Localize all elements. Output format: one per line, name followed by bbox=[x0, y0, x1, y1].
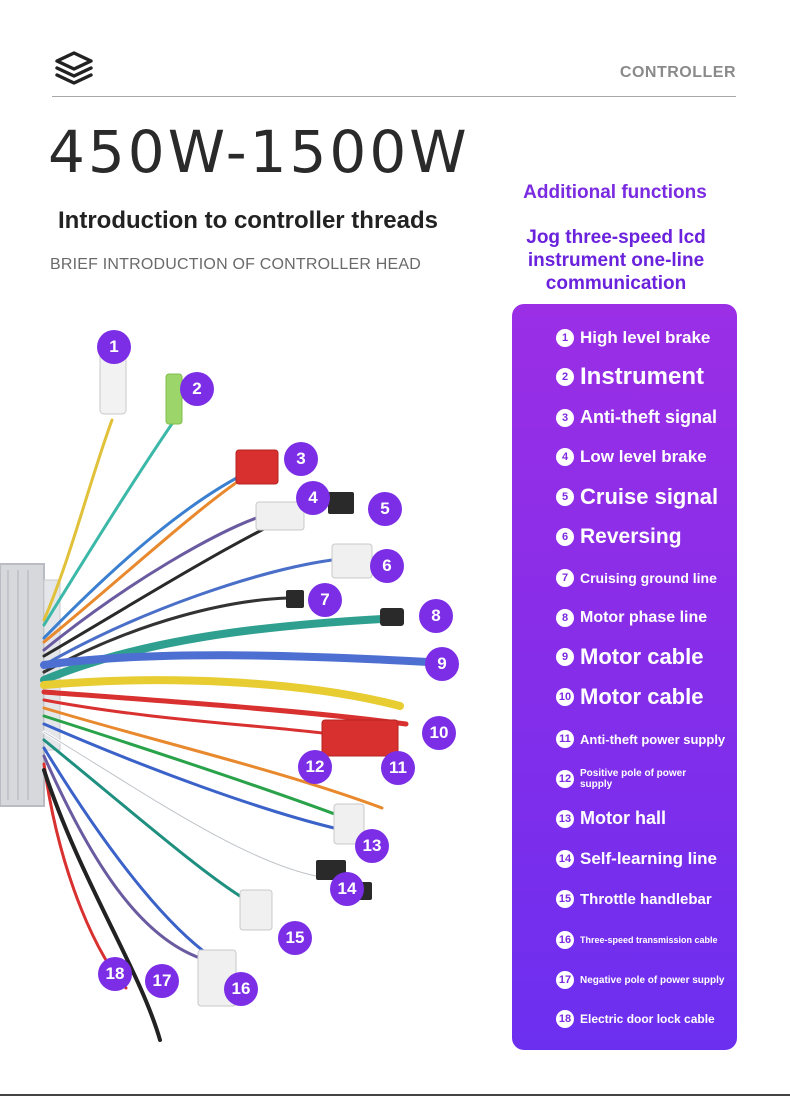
item-number: 17 bbox=[556, 971, 574, 989]
callout-badge: 13 bbox=[355, 829, 389, 863]
item-label: Anti-theft signal bbox=[580, 407, 717, 427]
item-label: Three-speed transmission cable bbox=[580, 935, 718, 945]
callout-badge: 7 bbox=[308, 583, 342, 617]
list-item: 8 Motor phase line bbox=[556, 609, 707, 627]
callout-badge: 6 bbox=[370, 549, 404, 583]
item-label: Instrument bbox=[580, 363, 705, 390]
callout-badge: 9 bbox=[425, 647, 459, 681]
item-number: 10 bbox=[556, 688, 574, 706]
item-number: 12 bbox=[556, 770, 574, 788]
item-label: Cruise signal bbox=[580, 484, 719, 509]
header-divider bbox=[52, 96, 736, 97]
item-number: 4 bbox=[556, 448, 574, 466]
callout-badge: 16 bbox=[224, 972, 258, 1006]
item-label: Motor phase line bbox=[580, 609, 708, 626]
intro-title: Introduction to controller threads bbox=[58, 207, 439, 234]
callout-badge: 11 bbox=[381, 751, 415, 785]
callout-badge: 5 bbox=[368, 492, 402, 526]
function-list-panel: 1 High level brake 2 Instrument 3 Anti-t… bbox=[512, 304, 737, 1050]
item-number: 8 bbox=[556, 609, 574, 627]
item-number: 16 bbox=[556, 931, 574, 949]
item-number: 3 bbox=[556, 408, 574, 427]
item-number: 2 bbox=[556, 368, 574, 386]
callout-badge: 17 bbox=[145, 964, 179, 998]
item-label: Self-learning line bbox=[580, 849, 717, 868]
list-item: 1 High level brake bbox=[556, 328, 710, 348]
item-number: 14 bbox=[556, 850, 574, 868]
callout-badge: 3 bbox=[284, 442, 318, 476]
item-label: Low level brake bbox=[580, 447, 707, 466]
item-label: Positive pole of power supply bbox=[580, 768, 687, 790]
item-number: 18 bbox=[556, 1010, 574, 1028]
callout-badge: 14 bbox=[330, 872, 364, 906]
layers-icon bbox=[55, 51, 93, 85]
item-number: 7 bbox=[556, 569, 574, 587]
item-number: 6 bbox=[556, 528, 574, 546]
item-number: 15 bbox=[556, 890, 574, 908]
item-label: Reversing bbox=[580, 525, 682, 548]
item-label: Anti-theft power supply bbox=[580, 731, 726, 747]
item-label: Negative pole of power supply bbox=[580, 974, 725, 986]
list-item: 9 Motor cable bbox=[556, 644, 703, 670]
callout-badge: 12 bbox=[298, 750, 332, 784]
item-number: 5 bbox=[556, 488, 574, 506]
callout-badge: 10 bbox=[422, 716, 456, 750]
list-item: 3 Anti-theft signal bbox=[556, 407, 717, 428]
callout-badge: 8 bbox=[419, 599, 453, 633]
list-item: 17 Negative pole of power supply bbox=[556, 971, 724, 989]
item-label: Electric door lock cable bbox=[580, 1012, 715, 1026]
additional-functions-subheading: Jog three-speed lcd instrument one-line … bbox=[526, 227, 706, 294]
controller-housing bbox=[0, 563, 61, 807]
list-item: 7 Cruising ground line bbox=[556, 569, 717, 587]
item-label: Motor cable bbox=[580, 684, 704, 709]
list-item: 13 Motor hall bbox=[556, 808, 666, 829]
item-number: 11 bbox=[556, 730, 574, 748]
callout-badge: 2 bbox=[180, 372, 214, 406]
list-item: 16 Three-speed transmission cable bbox=[556, 931, 718, 949]
list-item: 2 Instrument bbox=[556, 363, 704, 391]
item-label: High level brake bbox=[580, 328, 711, 347]
item-label: Throttle handlebar bbox=[580, 890, 712, 908]
list-item: 14 Self-learning line bbox=[556, 849, 717, 869]
intro-subtitle: BRIEF INTRODUCTION OF CONTROLLER HEAD bbox=[50, 256, 421, 273]
footer-divider bbox=[0, 1094, 790, 1096]
list-item: 12 Positive pole of power supply bbox=[556, 768, 704, 790]
item-label: Cruising ground line bbox=[580, 570, 717, 586]
callout-badge: 15 bbox=[278, 921, 312, 955]
list-item: 11 Anti-theft power supply bbox=[556, 730, 725, 748]
item-label: Motor hall bbox=[580, 808, 666, 828]
list-item: 5 Cruise signal bbox=[556, 484, 718, 510]
item-number: 13 bbox=[556, 809, 574, 828]
list-item: 6 Reversing bbox=[556, 525, 682, 549]
list-item: 18 Electric door lock cable bbox=[556, 1010, 715, 1028]
section-label: CONTROLLER bbox=[619, 64, 736, 81]
item-label: Motor cable bbox=[580, 644, 704, 669]
power-range-title: 450W-1500W bbox=[48, 118, 470, 186]
list-item: 10 Motor cable bbox=[556, 684, 703, 710]
list-item: 4 Low level brake bbox=[556, 447, 707, 467]
list-item: 15 Throttle handlebar bbox=[556, 890, 712, 908]
item-number: 9 bbox=[556, 648, 574, 666]
additional-functions-heading: Additional functions bbox=[523, 182, 707, 203]
callout-badge: 18 bbox=[98, 957, 132, 991]
item-number: 1 bbox=[556, 329, 574, 347]
controller-wiring-image bbox=[0, 343, 432, 1042]
callout-badge: 1 bbox=[97, 330, 131, 364]
callout-badge: 4 bbox=[296, 481, 330, 515]
